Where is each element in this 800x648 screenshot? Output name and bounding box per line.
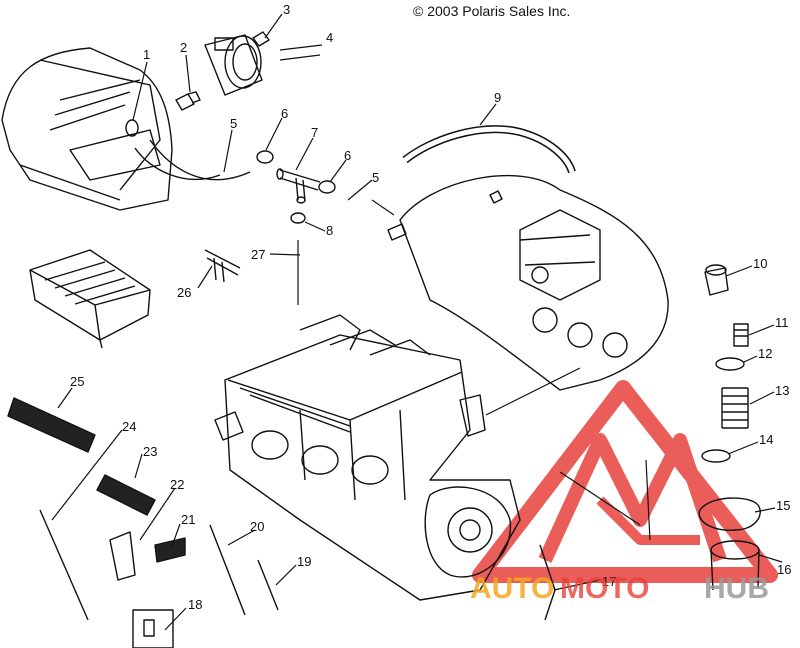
tee-fitting-26-drawing	[204, 249, 241, 283]
part-14-oring-drawing	[701, 449, 731, 463]
callout-2: 2	[180, 40, 187, 55]
callout-7: 7	[311, 125, 318, 140]
callout-1: 1	[143, 47, 150, 62]
callout-6a: 6	[281, 106, 288, 121]
callout-20: 20	[250, 519, 264, 534]
leader-lines	[51, 13, 783, 631]
copyright-notice: © 2003 Polaris Sales Inc.	[413, 3, 571, 19]
hood-cover-drawing	[1, 47, 251, 211]
part-18-label-drawing	[132, 609, 174, 648]
callout-8: 8	[326, 223, 333, 238]
part-23-sleeve-drawing	[96, 474, 156, 516]
part-24-tie-drawing	[39, 509, 89, 621]
callout-22: 22	[170, 477, 184, 492]
part-10-fitting-drawing	[704, 264, 729, 296]
callout-3: 3	[283, 2, 290, 17]
part-20-tie-drawing	[209, 524, 246, 616]
callout-16: 16	[777, 562, 791, 577]
callout-23: 23	[143, 444, 157, 459]
exhaust-manifold-drawing	[387, 174, 669, 391]
callout-5a: 5	[230, 116, 237, 131]
electronic-module-drawing	[29, 249, 151, 349]
watermark-logo	[472, 380, 778, 583]
callout-13: 13	[775, 383, 789, 398]
watermark-text-moto: MOTO	[560, 572, 649, 605]
watermark-text-auto: AUTO	[470, 572, 554, 605]
callout-26: 26	[177, 285, 191, 300]
part-16-cap-drawing	[710, 540, 760, 591]
callout-4: 4	[326, 30, 333, 45]
callout-11: 11	[775, 315, 789, 330]
part-19-tie-drawing	[257, 559, 279, 611]
clamp-6b-drawing	[318, 180, 336, 194]
callout-5b: 5	[372, 170, 379, 185]
callout-18: 18	[188, 597, 202, 612]
part-11-fitting-drawing	[733, 323, 749, 347]
tee-fitting-7-drawing	[276, 168, 321, 204]
part-22-bracket-drawing	[109, 531, 136, 581]
callout-15: 15	[776, 498, 790, 513]
watermark-wordmark: AUTO MOTO HUB	[470, 572, 769, 605]
clamp-6a-drawing	[256, 150, 274, 164]
callout-25: 25	[70, 374, 84, 389]
washer-8-drawing	[290, 212, 306, 224]
part-21-sleeve-drawing	[154, 537, 186, 563]
part-25-sleeve-drawing	[7, 397, 96, 453]
callout-14: 14	[759, 432, 773, 447]
watermark-m-shape	[538, 433, 727, 563]
callout-9: 9	[494, 90, 501, 105]
watermark-text-hub: HUB	[704, 572, 769, 605]
callout-12: 12	[758, 346, 772, 361]
callout-21: 21	[181, 512, 195, 527]
callout-10: 10	[753, 256, 767, 271]
part-15-gasket-drawing	[698, 497, 761, 531]
intake-coupler-drawing	[175, 34, 263, 111]
callout-19: 19	[297, 554, 311, 569]
callout-6b: 6	[344, 148, 351, 163]
fitting-3-drawing	[252, 31, 270, 47]
callout-labels: 1 2 3 4 5 5 6 6 7 8 9 10 11 12 13 14 15 …	[70, 2, 791, 612]
engine-block-drawing	[214, 314, 521, 601]
callout-17: 17	[602, 574, 616, 589]
watermark-g-shape	[596, 496, 700, 545]
part-13-spring-drawing	[721, 387, 749, 429]
callout-24: 24	[122, 419, 136, 434]
hose-9-drawing	[402, 125, 576, 174]
part-12-washer-drawing	[715, 357, 745, 371]
callout-27: 27	[251, 247, 265, 262]
